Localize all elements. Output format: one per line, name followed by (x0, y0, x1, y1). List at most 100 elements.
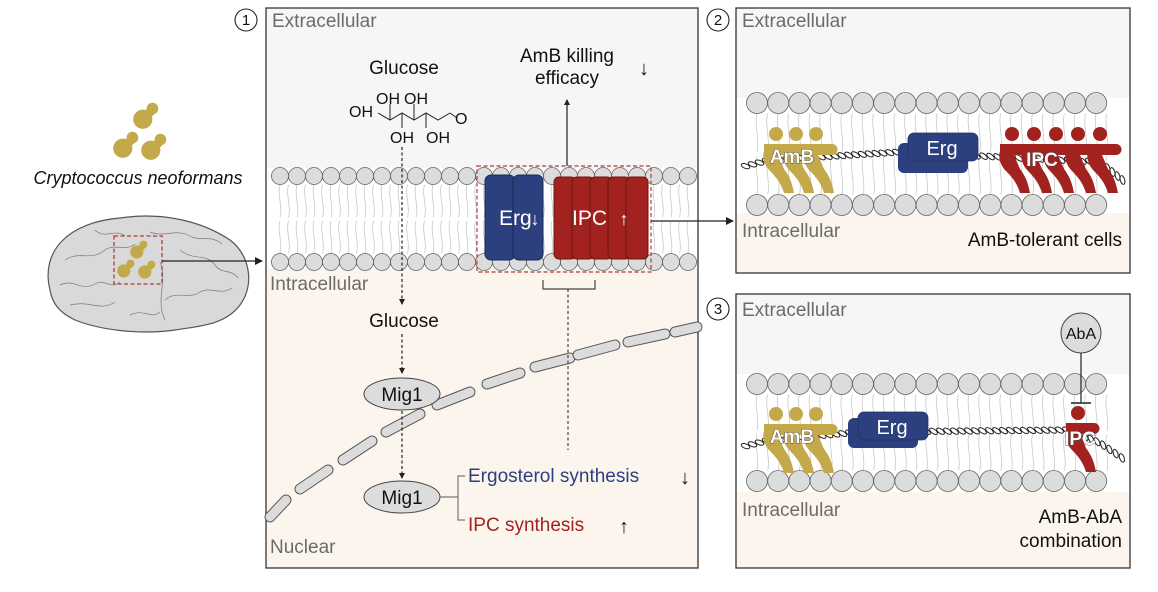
rope-link (950, 427, 959, 435)
cryptococcus-cells (113, 102, 167, 160)
ipc-molecules (999, 127, 1122, 193)
lipid-tail (372, 184, 375, 218)
lipid-tail (380, 184, 384, 218)
amb-molecules (763, 407, 838, 473)
lipid-tail (678, 220, 681, 254)
mig1-regulation-bracket (440, 475, 465, 521)
rope-link (1119, 175, 1126, 185)
rope-link (1114, 171, 1121, 181)
lipid-head (1085, 470, 1108, 492)
lipid-tail (678, 184, 681, 218)
lipid-tail (755, 394, 759, 431)
rope-link (1034, 426, 1043, 434)
lipid-tail (1063, 434, 1066, 471)
lipid-head (852, 470, 874, 492)
rope-link (844, 151, 854, 159)
lipid-tail (312, 184, 316, 218)
lipid-tail (840, 113, 844, 153)
lipid-head (1021, 470, 1044, 492)
ipc-up-arrow: ↑ (620, 209, 629, 229)
panel-number-badge (234, 8, 258, 32)
nuclear-pore-segment (573, 340, 620, 360)
lipid-head (1021, 194, 1044, 216)
lipid-tail (304, 220, 307, 254)
lipid-head (830, 92, 853, 114)
lipid-tail (882, 155, 886, 195)
lipid-tail (851, 113, 854, 153)
lipid-head (915, 470, 938, 492)
ipc-molecule-icon (1065, 127, 1100, 193)
rope-link (740, 163, 751, 170)
lipid-tail (978, 434, 981, 471)
lipid-tail (423, 184, 426, 218)
lipid-tail (482, 220, 486, 254)
lipid-tail (872, 155, 875, 195)
extracellular-label: Extracellular (272, 11, 377, 32)
lipid-head (679, 167, 697, 185)
extracellular-label: Extracellular (742, 11, 847, 32)
lipid-tail (550, 220, 554, 254)
rope-link (747, 441, 758, 448)
lipid-tail (389, 220, 392, 254)
lipid-tail (861, 155, 865, 195)
lipid-tail (465, 220, 469, 254)
membrane-highlight-box (476, 165, 652, 273)
intracellular-region (266, 268, 698, 568)
erg-cluster: Erg ↓ (484, 174, 544, 261)
lipid-head (1085, 373, 1108, 395)
lipid-head (915, 194, 938, 216)
lipid-head (958, 92, 980, 114)
lipid-tail (967, 394, 971, 431)
lipid-tail (550, 184, 554, 218)
lipid-tail (440, 184, 443, 218)
lipid-tail (355, 184, 358, 218)
rope-link (929, 427, 938, 435)
lipid-head (1064, 470, 1086, 492)
lipid-head (458, 253, 476, 271)
rope-link (979, 152, 988, 160)
lipid-tail (431, 220, 435, 254)
ergosterol-synthesis-label: Ergosterol synthesis (468, 466, 639, 487)
rope-link (986, 152, 995, 161)
lipid-head (1000, 194, 1023, 216)
lipid-head (873, 373, 896, 395)
lipid-head (288, 167, 306, 185)
nuclear-envelope (264, 321, 703, 523)
lipid-tail (406, 220, 409, 254)
rope-link (864, 150, 874, 158)
lipid-head (936, 373, 959, 395)
lipid-head (958, 470, 980, 492)
lipid-tail (1105, 394, 1109, 431)
amb-efficacy-line2: efficacy (535, 68, 600, 89)
lipid-head (441, 167, 459, 185)
lipid-head (830, 194, 853, 216)
lipid-tail (482, 184, 486, 218)
rope-link (838, 430, 848, 437)
mig1-nucleus-label: Mig1 (381, 488, 422, 509)
lipid-tail (872, 113, 875, 153)
erg-label: Erg (926, 138, 957, 160)
lipid-head (915, 373, 938, 395)
rope-link (754, 439, 765, 446)
lipid-head (979, 373, 1002, 395)
rope-link (857, 150, 867, 158)
lipid-tail (448, 220, 452, 254)
amb-molecules (763, 127, 838, 193)
rope-link (1020, 426, 1029, 435)
lipid-head (767, 470, 790, 492)
lipid-tail (988, 434, 992, 471)
glucose-label: Glucose (369, 58, 439, 79)
lipid-head (373, 253, 391, 271)
glucose-inner-label: Glucose (369, 311, 439, 332)
lipid-head (271, 167, 289, 185)
lipid-head (788, 92, 811, 114)
oxygen-label: O (455, 111, 467, 128)
lipid-tail (380, 220, 384, 254)
nuclear-pore-segment (295, 465, 333, 494)
rope-link (1093, 437, 1101, 447)
lipid-tail (1105, 434, 1109, 471)
lipid-head (407, 253, 425, 271)
lipid-head (424, 167, 442, 185)
rope-link (1100, 440, 1107, 450)
amb-molecule-icon (803, 407, 838, 473)
